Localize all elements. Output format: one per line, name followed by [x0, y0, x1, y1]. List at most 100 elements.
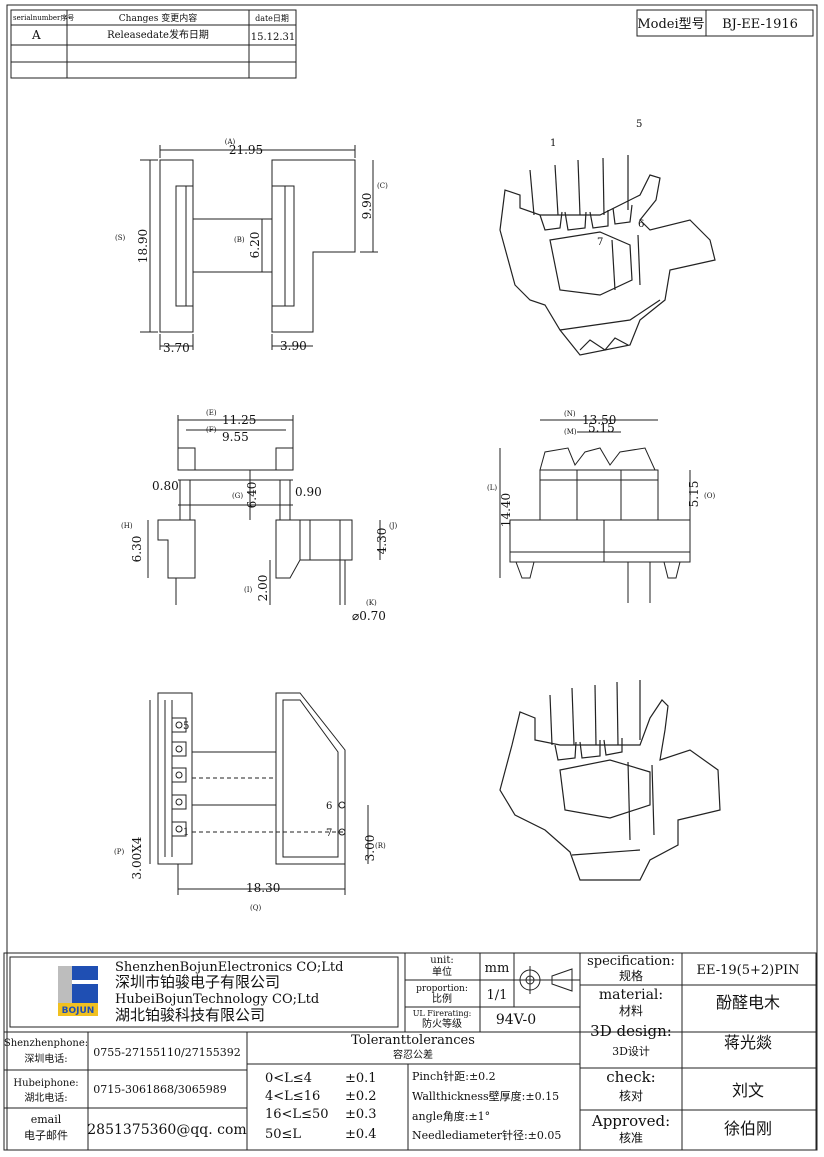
dim-n: 13.50 — [582, 413, 616, 427]
dim-b-label: (B) — [234, 236, 245, 244]
iso-pin-6: 6 — [638, 219, 644, 230]
proportion-cn: 比例 — [432, 992, 452, 1005]
approved-cn: 核准 — [619, 1131, 643, 1145]
iso-view-top — [499, 155, 716, 356]
unit-label: unit: — [430, 955, 453, 966]
iso-view-bottom — [499, 680, 721, 881]
company-logo — [58, 966, 98, 1016]
dim-a: 21.95 — [229, 143, 263, 157]
dim-e-label: (E) — [206, 409, 217, 417]
dim-m-label: (M) — [564, 428, 577, 436]
check-value: 刘文 — [732, 1081, 764, 1100]
dim-w1: 3.70 — [163, 341, 190, 355]
unit-cn: 单位 — [432, 965, 452, 978]
rev-header-changes: Changes 变更内容 — [119, 12, 197, 24]
iso-pin-7: 7 — [597, 237, 603, 248]
unit-value: mm — [485, 961, 510, 976]
dim-k-label: (K) — [366, 599, 377, 607]
dim-s-label: (S) — [115, 234, 126, 242]
rev-header-serial: serialnumber序号 — [13, 13, 74, 22]
tol-range-2: 4<L≤16 — [265, 1089, 320, 1104]
dim-w2: 3.90 — [280, 339, 307, 353]
dim-c-label: (C) — [377, 182, 388, 190]
tol-cn: 容忍公差 — [393, 1048, 433, 1061]
dim-a-label: (A) — [225, 138, 236, 146]
bottom-pin-1: 1 — [183, 827, 189, 838]
tol-value-2: ±0.2 — [345, 1089, 377, 1104]
spec-cn: 规格 — [619, 968, 643, 983]
tol-title: Toleranttolerances — [351, 1033, 475, 1048]
title-block — [3, 952, 817, 1151]
dim-f-label: (F) — [206, 426, 217, 434]
dim-e: 11.25 — [222, 413, 256, 427]
spec-label: specification: — [587, 954, 675, 969]
dim-i-label: (I) — [244, 586, 252, 594]
proportion-label: proportion: — [416, 984, 468, 994]
design-label: 3D design: — [590, 1022, 672, 1040]
dim-i: 2.00 — [256, 575, 270, 602]
dim-090: 0.90 — [295, 485, 322, 499]
tol-needle: Needlediameter针径:±0.05 — [412, 1128, 561, 1142]
design-value: 蒋光燚 — [724, 1033, 772, 1052]
dim-h-label: (H) — [121, 522, 133, 530]
rev-header-date: date日期 — [255, 14, 289, 23]
bottom-view — [149, 692, 369, 895]
shenzhen-value: 0755-27155110/27155392 — [93, 1046, 240, 1059]
dim-b: 6.20 — [248, 232, 262, 259]
dim-q: 18.30 — [246, 881, 280, 895]
bottom-pin-7: 7 — [326, 828, 332, 839]
logo-text: BOJUN — [62, 1006, 95, 1016]
tol-pinch: Pinch针距:±0.2 — [412, 1069, 496, 1083]
dim-n-label: (N) — [564, 410, 576, 418]
bottom-pin-5: 5 — [183, 721, 189, 732]
dim-j-label: (J) — [389, 522, 398, 530]
model-label: Modei型号 — [637, 17, 704, 32]
dim-r: 3.00 — [363, 835, 377, 862]
dim-q-label: (Q) — [250, 904, 261, 912]
dim-o: 5.15 — [687, 481, 701, 508]
revision-table — [10, 9, 297, 79]
tol-range-1: 0<L≤4 — [265, 1071, 312, 1086]
rev-date-a: 15.12.31 — [251, 32, 296, 43]
proportion-value: 1/1 — [487, 988, 508, 1003]
top-view — [140, 145, 378, 350]
design-cn: 3D设计 — [612, 1045, 650, 1058]
hubei-cn: 湖北电话: — [24, 1091, 67, 1104]
dim-j: 4.30 — [375, 528, 389, 555]
fire-label: UL Firerating: — [413, 1009, 472, 1018]
tol-range-3: 16<L≤50 — [265, 1107, 329, 1122]
material-value: 酚醛电木 — [716, 993, 780, 1012]
dim-p-label: (P) — [114, 848, 124, 856]
shenzhen-label: Shenzhenphone: — [4, 1038, 88, 1049]
check-label: check: — [606, 1068, 655, 1086]
email-value: 2851375360@qq. com — [87, 1122, 246, 1138]
company1-cn: 深圳市铂骏电子有限公司 — [115, 973, 280, 991]
fire-value: 94V-0 — [496, 1012, 536, 1028]
tol-value-3: ±0.3 — [345, 1107, 377, 1122]
material-label: material: — [599, 987, 663, 1003]
company1-en: ShenzhenBojunElectronics CO;Ltd — [115, 960, 343, 975]
iso-pin-5: 5 — [636, 119, 642, 130]
email-cn: 电子邮件 — [24, 1129, 68, 1142]
iso-pin-1: 1 — [550, 138, 556, 149]
dim-l-label: (L) — [487, 484, 497, 492]
dim-g-label: (G) — [232, 492, 243, 500]
tol-wall: Wallthickness壁厚度:±0.15 — [412, 1089, 559, 1103]
fire-cn: 防火等级 — [422, 1017, 462, 1030]
bottom-pin-6: 6 — [326, 801, 332, 812]
approved-label: Approved: — [591, 1112, 670, 1130]
dim-m: 5.15 — [588, 421, 615, 435]
check-cn: 核对 — [619, 1089, 643, 1103]
hubei-label: Hubeiphone: — [13, 1078, 78, 1089]
company2-cn: 湖北铂骏科技有限公司 — [115, 1006, 265, 1024]
email-label: email — [31, 1113, 62, 1126]
tol-value-4: ±0.4 — [345, 1127, 377, 1142]
projection-symbol-icon — [516, 966, 573, 994]
approved-value: 徐伯刚 — [724, 1119, 772, 1138]
side-view — [147, 415, 381, 605]
dim-r-label: (R) — [375, 842, 386, 850]
dim-p: 3.00X4 — [130, 836, 144, 879]
front-view — [499, 419, 691, 603]
tol-angle: angle角度:±1° — [412, 1109, 490, 1123]
